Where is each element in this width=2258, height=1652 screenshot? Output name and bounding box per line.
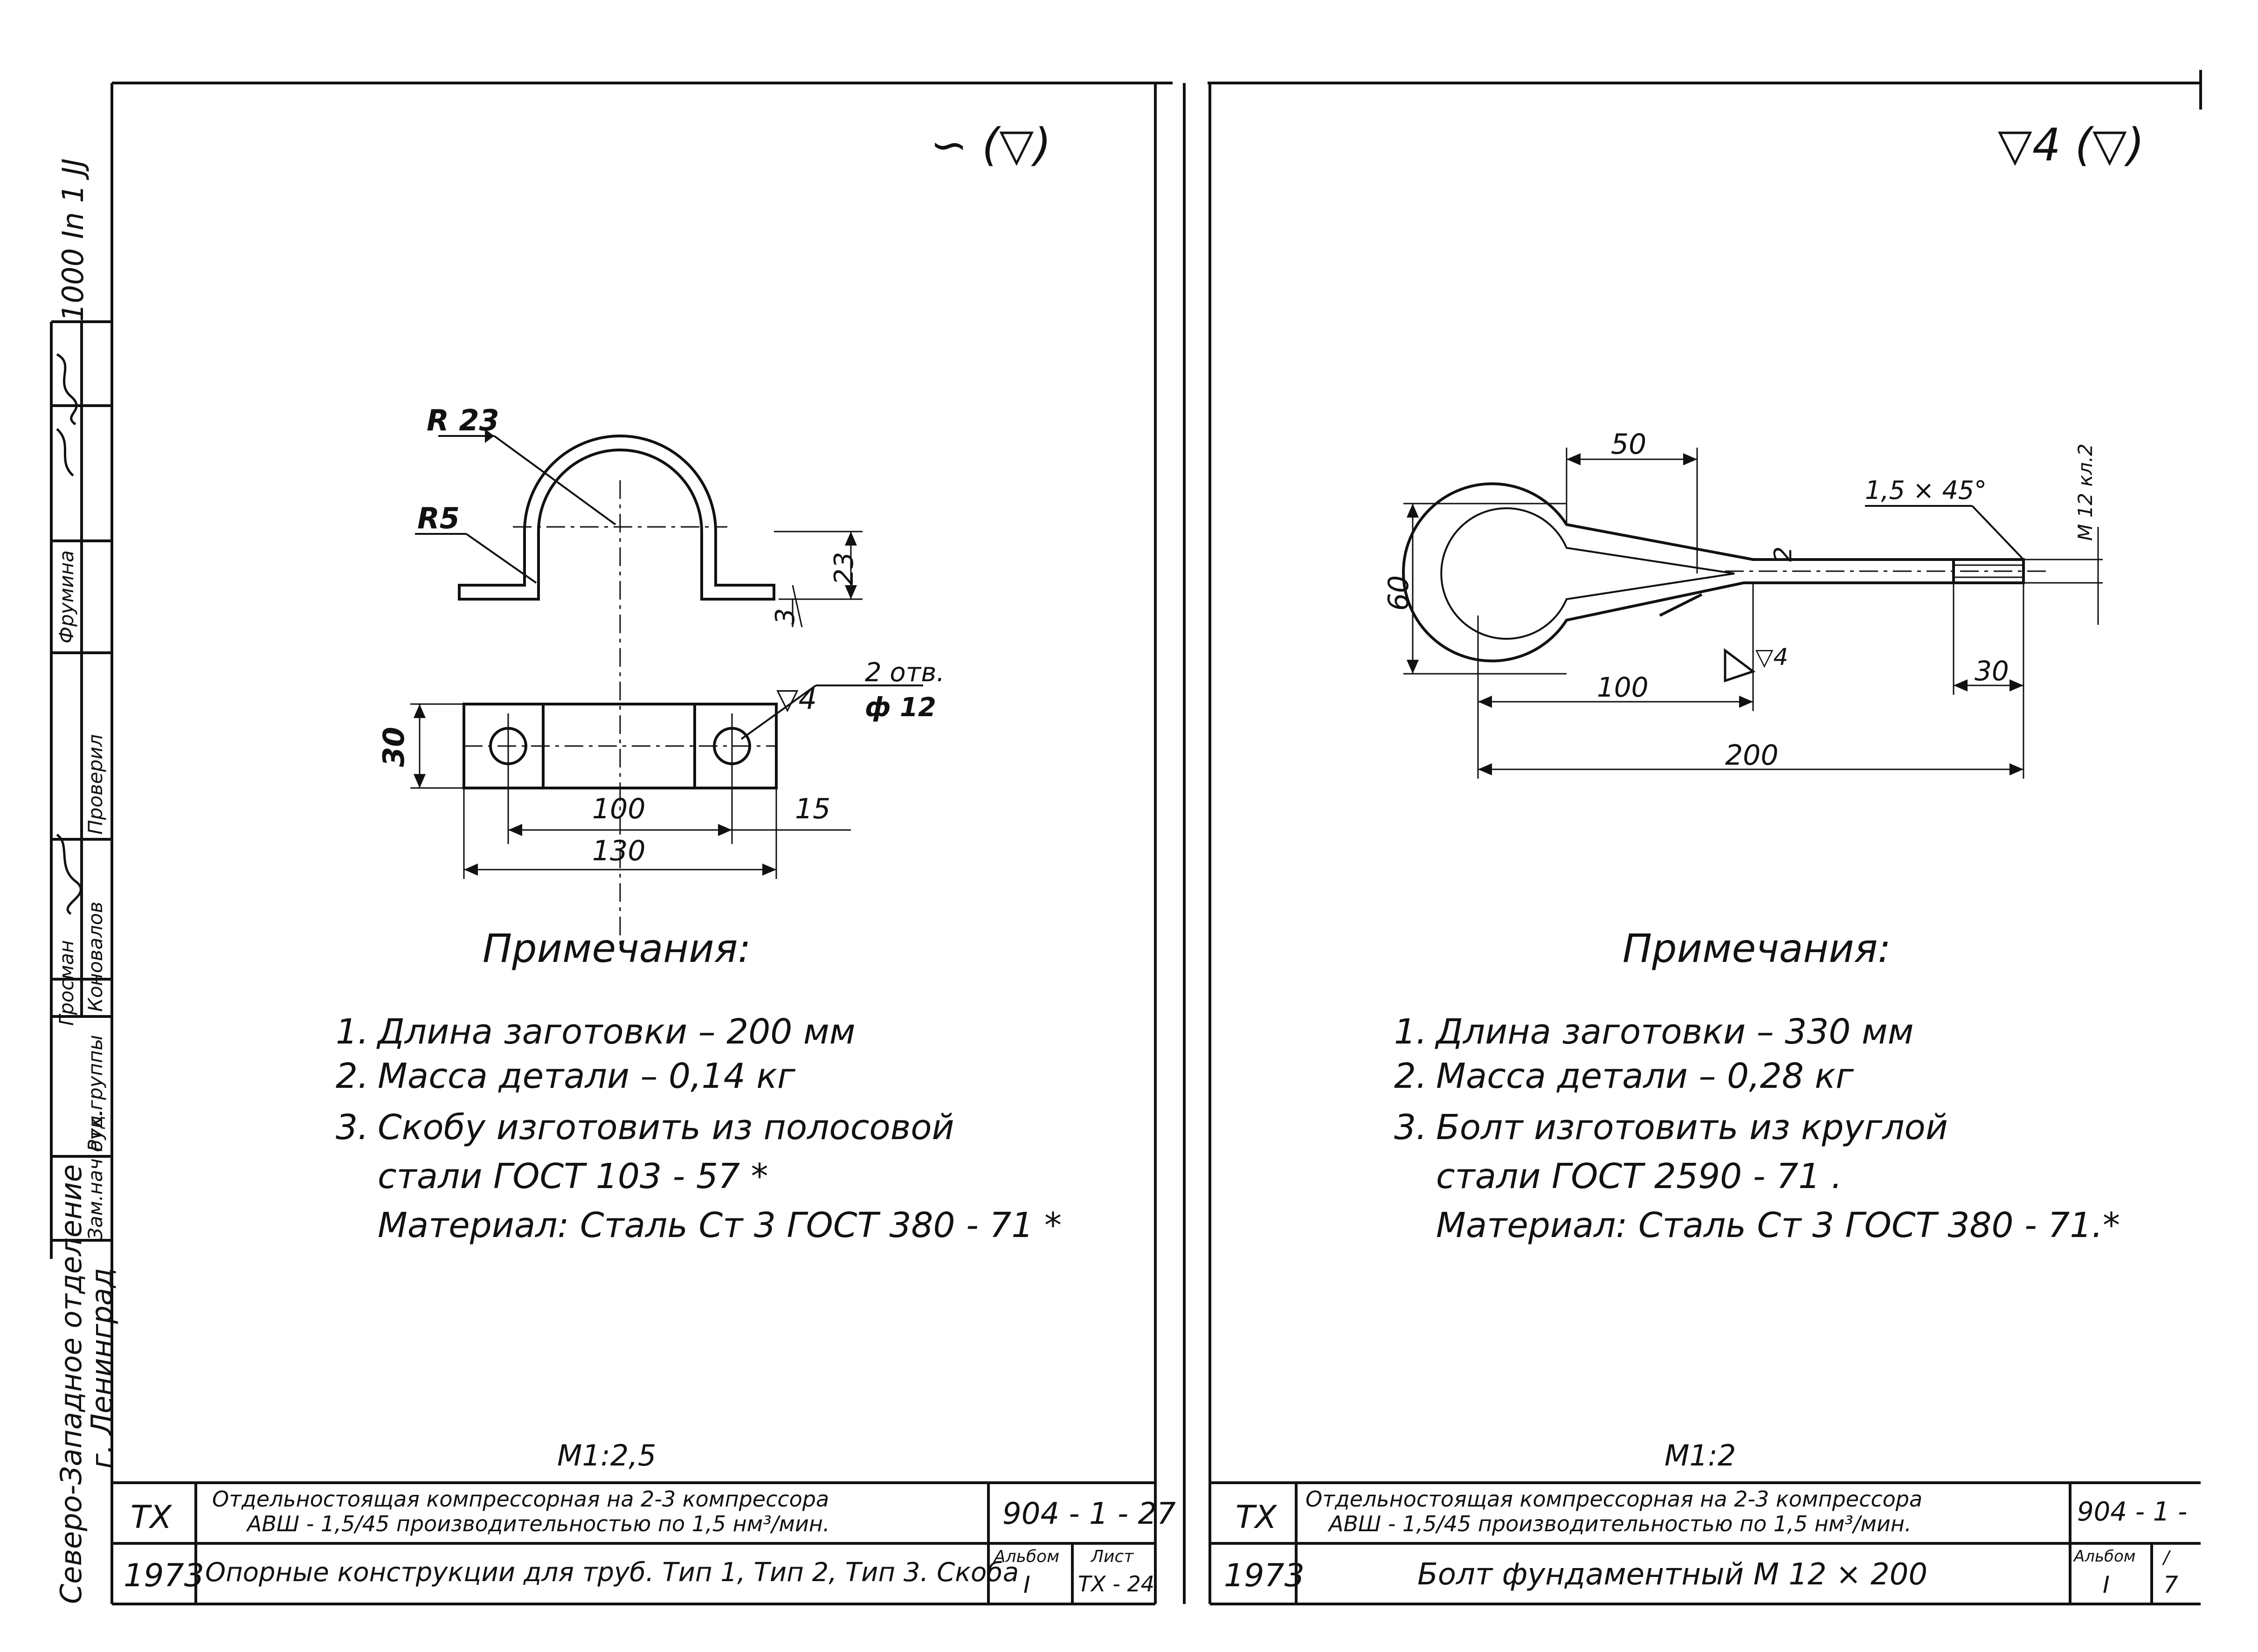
dim-100-right: 100: [1597, 671, 1649, 703]
right-note-5: Материал: Сталь Ст 3 ГОСТ 380 - 71.*: [1436, 1205, 2120, 1245]
bolt-drawing: [1402, 448, 2103, 779]
right-note-4: стали ГОСТ 2590 - 71 .: [1436, 1156, 1843, 1196]
left-tb-album-label: Альбом: [994, 1547, 1060, 1566]
dim-h23: 23: [829, 552, 859, 585]
right-notes-title: Примечания:: [1623, 926, 1891, 971]
right-note-2: Масса детали – 0,28 кг: [1436, 1056, 1854, 1096]
finish-mark-right: ▽4: [1755, 643, 1788, 670]
left-tb-sheet-label: Лист: [1091, 1547, 1134, 1566]
dim-r23: R 23: [427, 403, 499, 437]
dim-t3: 3: [770, 608, 801, 625]
right-note-1-num: 1.: [1394, 1012, 1427, 1052]
left-note-4: стали ГОСТ 103 - 57 *: [378, 1156, 768, 1196]
left-note-2-num: 2.: [336, 1056, 369, 1096]
right-note-1: Длина заготовки – 330 мм: [1436, 1012, 1914, 1052]
left-tb-project: 904 - 1 - 27: [1002, 1497, 1176, 1531]
dim-hole-dia: ф 12: [865, 692, 936, 723]
dim-holes: 2 отв.: [865, 657, 945, 688]
dim-60: 60: [1382, 575, 1415, 611]
left-note-1-num: 1.: [336, 1012, 369, 1052]
right-tb-sheet-label: /: [2163, 1547, 2169, 1568]
left-tb-desc1: Отдельностоящая компрессорная на 2-3 ком…: [212, 1486, 829, 1512]
bend-mark: 2: [1769, 546, 1797, 562]
dim-50: 50: [1611, 428, 1647, 461]
dim-r5: R5: [417, 501, 460, 535]
left-note-3-num: 3.: [336, 1107, 369, 1147]
left-scale: М1:2,5: [557, 1438, 656, 1472]
left-notes-title: Примечания:: [483, 926, 751, 971]
right-tb-part: Болт фундаментный М 12 × 200: [1417, 1557, 1928, 1592]
dim-15: 15: [795, 793, 831, 825]
right-note-2-num: 2.: [1394, 1056, 1427, 1096]
right-scale: М1:2: [1664, 1438, 1736, 1472]
left-tb-desc2: АВШ - 1,5/45 производительностью по 1,5 …: [247, 1511, 830, 1536]
right-note-3-num: 3.: [1394, 1107, 1427, 1147]
right-tb-album: I: [2103, 1571, 2110, 1598]
right-tb-desc2: АВШ - 1,5/45 производительностью по 1,5 …: [1329, 1511, 1912, 1536]
left-roughness-mark: ∽ (▽): [930, 119, 1051, 171]
dim-thread: М 12 кл.2: [2074, 443, 2097, 541]
left-tb-year: 1973: [124, 1557, 205, 1594]
right-tb-year: 1973: [1224, 1557, 1305, 1594]
dim-w30: 30: [377, 726, 411, 767]
left-tb-part: Опорные конструкции для труб. Тип 1, Тип…: [205, 1557, 1019, 1588]
margin-role-3: Проверил: [84, 734, 107, 835]
left-tb-sheet: ТХ - 24: [1078, 1571, 1154, 1597]
dim-200: 200: [1725, 739, 1779, 772]
left-note-2: Масса детали – 0,14 кг: [378, 1056, 795, 1096]
finish-mark-left: ▽4: [776, 682, 817, 716]
margin-top-fragment: 1000 In 1 JJ: [56, 158, 90, 322]
margin-city: г. Ленинград: [85, 1268, 119, 1469]
right-tb-project: 904 - 1 -: [2077, 1497, 2188, 1527]
margin-org: Северо-Западное отделение: [54, 1164, 88, 1604]
right-tb-sheet: 7: [2163, 1571, 2178, 1598]
clamp-drawing: [410, 435, 923, 947]
right-note-3: Болт изготовить из круглой: [1436, 1107, 1948, 1147]
left-note-5: Материал: Сталь Ст 3 ГОСТ 380 - 71 *: [378, 1205, 1062, 1245]
left-tb-album: I: [1023, 1571, 1030, 1598]
dim-100-left: 100: [592, 793, 646, 825]
dim-130: 130: [592, 835, 646, 867]
left-note-1: Длина заготовки – 200 мм: [378, 1012, 856, 1052]
right-tb-desc1: Отдельностоящая компрессорная на 2-3 ком…: [1305, 1486, 1923, 1512]
margin-signatures: [56, 353, 81, 915]
right-tb-code: ТХ: [1236, 1499, 1277, 1536]
right-roughness-mark: ▽4 (▽): [1998, 119, 2145, 171]
dim-chamfer: 1,5 × 45°: [1865, 476, 1987, 505]
margin-role-2: Рук.группы: [84, 1035, 107, 1152]
margin-name-2: Коновалов: [84, 901, 107, 1012]
left-note-3: Скобу изготовить из полосовой: [378, 1107, 954, 1147]
right-tb-album-label: Альбом: [2074, 1547, 2136, 1566]
left-tb-code: ТХ: [131, 1499, 172, 1536]
dim-30-right: 30: [1975, 655, 2009, 687]
